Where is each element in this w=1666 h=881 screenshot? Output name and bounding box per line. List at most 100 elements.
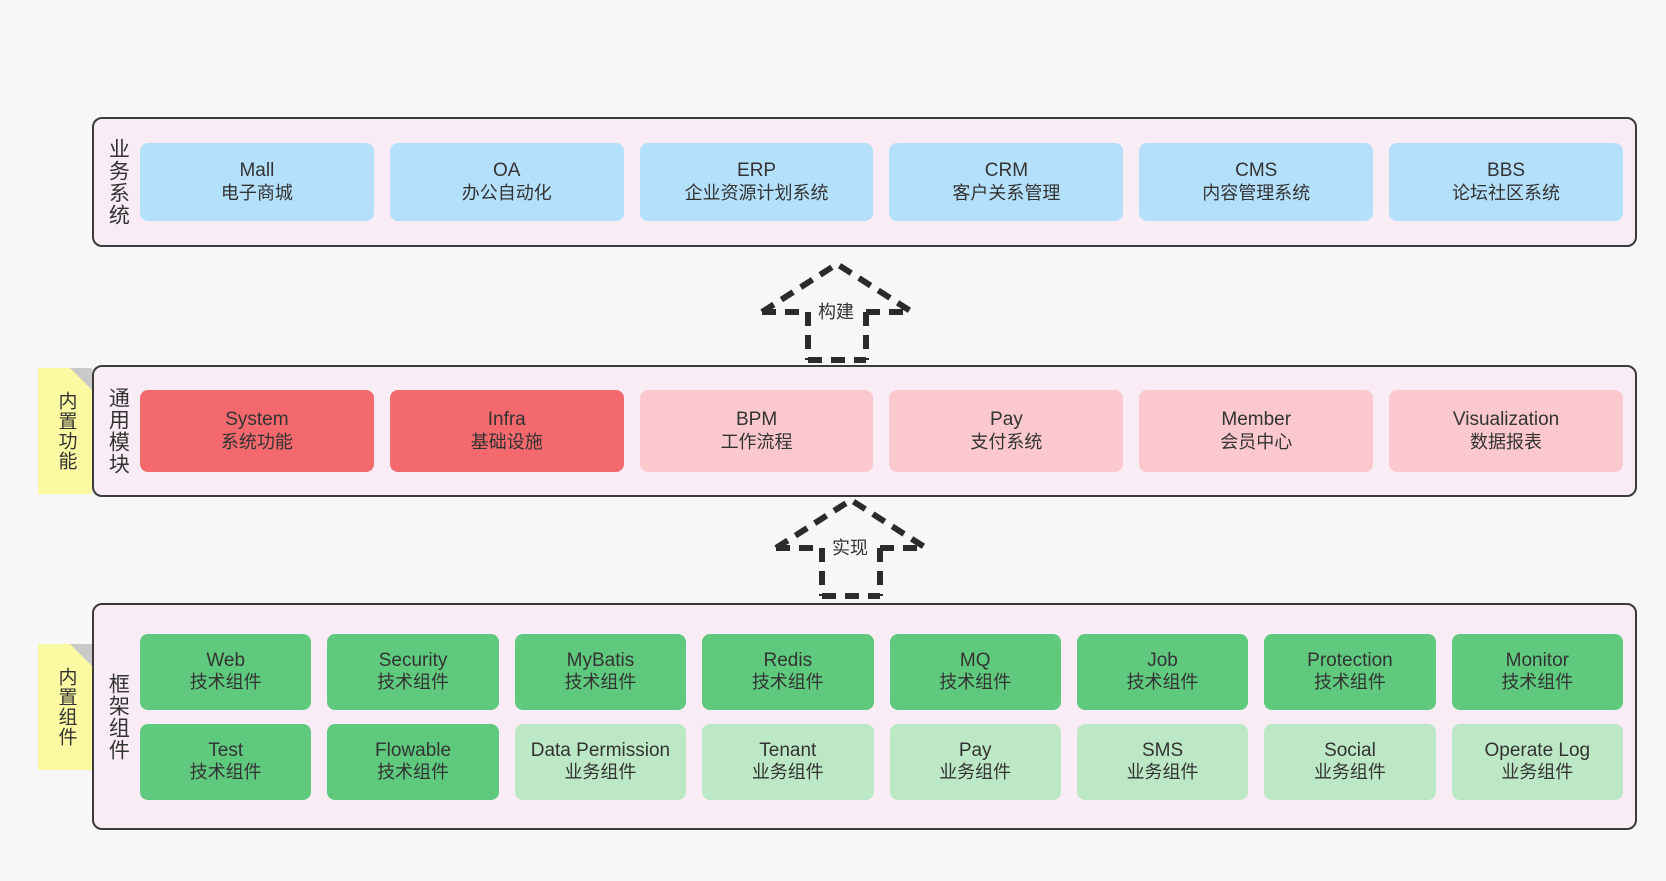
card-subtitle: 电子商城 [220, 182, 293, 203]
card-subtitle: 技术组件 [751, 672, 824, 693]
card-title: Job [1147, 649, 1178, 671]
card-subtitle: 业务组件 [751, 762, 824, 783]
card-title: MQ [959, 649, 991, 671]
card-subtitle: 业务组件 [564, 762, 637, 783]
card-subtitle: 系统功能 [220, 431, 293, 452]
card-subtitle: 技术组件 [1126, 672, 1199, 693]
card-test[interactable]: Test 技术组件 [140, 723, 312, 800]
card-row-common: System 系统功能 Infra 基础设施 BPM 工作流程 Pay 支付系统… [140, 390, 1623, 472]
page-fold-icon [70, 368, 92, 390]
band-label-framework: 框架组件 [106, 672, 130, 761]
connector-label-implement: 实现 [832, 538, 868, 558]
card-crm[interactable]: CRM 客户关系管理 [889, 143, 1124, 221]
card-protection[interactable]: Protection 技术组件 [1264, 633, 1436, 710]
card-erp[interactable]: ERP 企业资源计划系统 [639, 143, 874, 221]
card-web[interactable]: Web 技术组件 [140, 633, 312, 710]
card-title: CMS [1235, 160, 1278, 182]
card-member[interactable]: Member 会员中心 [1139, 390, 1374, 472]
card-subtitle: 企业资源计划系统 [684, 182, 829, 203]
card-subtitle: 业务组件 [1501, 762, 1574, 783]
card-subtitle: 办公自动化 [461, 182, 552, 203]
card-cms[interactable]: CMS 内容管理系统 [1139, 143, 1374, 221]
card-flowable[interactable]: Flowable 技术组件 [327, 723, 499, 800]
layer-band-framework-components: 框架组件 Web 技术组件 Security 技术组件 MyBatis 技术组件… [92, 603, 1637, 830]
card-subtitle: 技术组件 [189, 672, 262, 693]
connector-label-build: 构建 [818, 302, 854, 322]
card-title: Monitor [1505, 649, 1569, 671]
card-social[interactable]: Social 业务组件 [1264, 723, 1436, 800]
layer-band-business: 业务系统 Mall 电子商城 OA 办公自动化 ERP 企业资源计划系统 CRM… [92, 117, 1637, 247]
band-label-common: 通用模块 [106, 387, 130, 475]
card-title: Mall [239, 160, 275, 182]
layer-band-common-modules: 通用模块 System 系统功能 Infra 基础设施 BPM 工作流程 Pay… [92, 365, 1637, 497]
card-title: Data Permission [530, 739, 671, 761]
card-operate-log[interactable]: Operate Log 业务组件 [1451, 723, 1623, 800]
card-bbs[interactable]: BBS 论坛社区系统 [1389, 143, 1623, 221]
card-subtitle: 论坛社区系统 [1452, 182, 1561, 203]
card-title: Flowable [375, 739, 452, 761]
card-title: Pay [958, 739, 992, 761]
card-mall[interactable]: Mall 电子商城 [140, 143, 374, 221]
band-body-business: Mall 电子商城 OA 办公自动化 ERP 企业资源计划系统 CRM 客户关系… [140, 119, 1635, 245]
card-bpm[interactable]: BPM 工作流程 [639, 390, 874, 472]
card-subtitle: 业务组件 [1313, 762, 1386, 783]
card-subtitle: 业务组件 [939, 762, 1012, 783]
card-sms[interactable]: SMS 业务组件 [1076, 723, 1249, 800]
card-subtitle: 技术组件 [564, 672, 637, 693]
band-body-common: System 系统功能 Infra 基础设施 BPM 工作流程 Pay 支付系统… [140, 367, 1635, 495]
card-title: Tenant [759, 739, 817, 761]
card-oa[interactable]: OA 办公自动化 [389, 143, 624, 221]
card-subtitle: 技术组件 [1313, 672, 1386, 693]
sticky-note-builtin-components: 内置组件 [38, 644, 92, 770]
card-title: BBS [1487, 160, 1526, 182]
card-title: Member [1221, 409, 1292, 431]
card-title: Operate Log [1484, 739, 1591, 761]
card-title: BPM [735, 409, 778, 431]
connector-build: 构建 [760, 260, 914, 363]
band-label-business: 业务系统 [106, 138, 130, 226]
card-subtitle: 内容管理系统 [1202, 182, 1311, 203]
page-fold-icon [70, 644, 92, 666]
card-title: Redis [763, 649, 813, 671]
card-subtitle: 客户关系管理 [952, 182, 1061, 203]
card-title: CRM [984, 160, 1029, 182]
card-row-framework-tech: Web 技术组件 Security 技术组件 MyBatis 技术组件 Redi… [140, 633, 1623, 710]
card-mq[interactable]: MQ 技术组件 [889, 633, 1061, 710]
connector-implement: 实现 [774, 496, 928, 599]
arrowhead-triangle-icon [760, 260, 914, 315]
card-security[interactable]: Security 技术组件 [327, 633, 499, 710]
card-infra[interactable]: Infra 基础设施 [389, 390, 624, 472]
card-row-framework-biz: Test 技术组件 Flowable 技术组件 Data Permission … [140, 723, 1623, 800]
card-subtitle: 工作流程 [720, 431, 793, 452]
card-subtitle: 基础设施 [470, 431, 543, 452]
card-mybatis[interactable]: MyBatis 技术组件 [514, 633, 687, 710]
card-pay-module[interactable]: Pay 支付系统 [889, 390, 1124, 472]
card-pay-component[interactable]: Pay 业务组件 [889, 723, 1061, 800]
card-title: Social [1324, 739, 1376, 761]
card-title: Web [206, 649, 246, 671]
card-subtitle: 支付系统 [970, 431, 1043, 452]
card-system[interactable]: System 系统功能 [140, 390, 374, 472]
card-redis[interactable]: Redis 技术组件 [702, 633, 874, 710]
card-title: Security [378, 649, 448, 671]
card-tenant[interactable]: Tenant 业务组件 [702, 723, 874, 800]
card-title: Pay [990, 409, 1023, 431]
card-title: Protection [1307, 649, 1393, 671]
card-visualization[interactable]: Visualization 数据报表 [1389, 390, 1623, 472]
card-job[interactable]: Job 技术组件 [1076, 633, 1249, 710]
card-subtitle: 技术组件 [189, 762, 262, 783]
card-monitor[interactable]: Monitor 技术组件 [1451, 633, 1623, 710]
card-title: ERP [737, 160, 777, 182]
card-subtitle: 会员中心 [1220, 431, 1293, 452]
card-title: SMS [1141, 739, 1184, 761]
card-title: Visualization [1452, 409, 1560, 431]
arrowhead-triangle-icon [774, 496, 928, 551]
sticky-note-label: 内置组件 [55, 667, 77, 747]
card-subtitle: 业务组件 [1126, 762, 1199, 783]
card-title: OA [493, 160, 521, 182]
card-subtitle: 数据报表 [1470, 431, 1543, 452]
card-data-permission[interactable]: Data Permission 业务组件 [514, 723, 687, 800]
card-title: Infra [487, 409, 526, 431]
sticky-note-label: 内置功能 [55, 391, 77, 471]
